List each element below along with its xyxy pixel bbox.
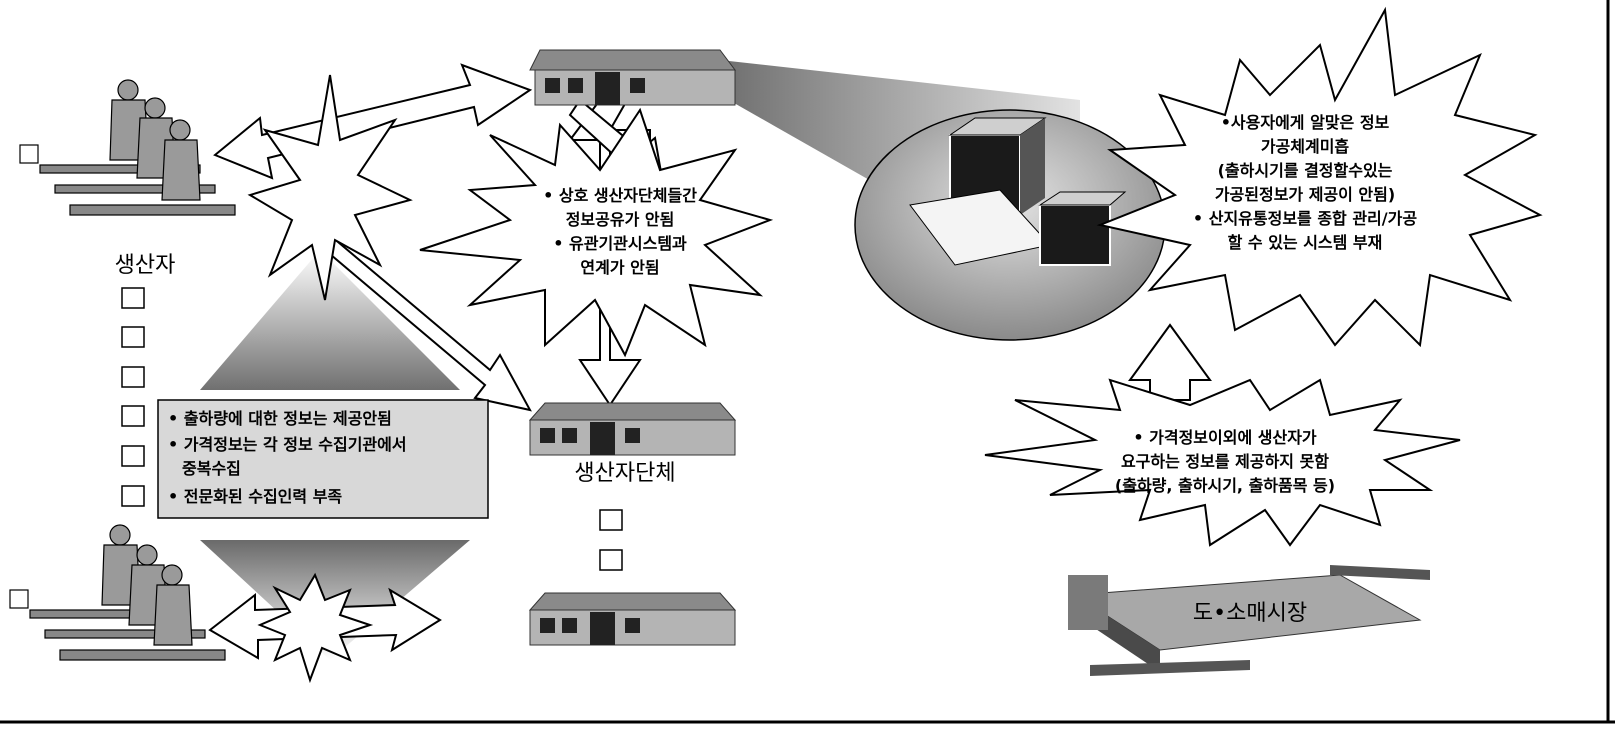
label-producer-group: 생산자단체	[574, 461, 675, 486]
info-box-line3: 중복수집	[182, 459, 241, 478]
burst-center-line4: 연계가 안됨	[580, 258, 659, 277]
building-group-icon	[528, 402, 737, 456]
producer-figures-lower	[9, 524, 226, 661]
info-box-line1: • 출하량에 대한 정보는 제공안됨	[168, 409, 392, 428]
group-square-markers	[599, 509, 623, 571]
burst-market	[984, 378, 1461, 547]
square-marker	[121, 445, 145, 467]
square-marker	[599, 549, 623, 571]
cone-shade-top	[200, 250, 460, 390]
burst-top-right-line1: •사용자에게 알맞은 정보	[1221, 113, 1390, 132]
square-marker	[121, 287, 145, 309]
burst-top-right-line6: 할 수 있는 시스템 부재	[1228, 233, 1383, 252]
burst-market-line3: (출하량, 출하시기, 출하품목 등)	[1115, 476, 1335, 495]
burst-center-line3: • 유관기관시스템과	[553, 234, 687, 253]
square-marker	[121, 405, 145, 427]
info-box-line4: • 전문화된 수집인력 부족	[168, 487, 342, 506]
computer-system-icon	[854, 109, 1166, 341]
square-marker	[599, 509, 623, 531]
burst-market-line1: • 가격정보이외에 생산자가	[1133, 428, 1317, 447]
building-lower-icon	[528, 592, 737, 646]
burst-top-right-line5: • 산지유통정보를 종합 관리/가공	[1193, 209, 1417, 228]
building-upper-icon	[529, 49, 736, 106]
burst-producer-upper	[247, 74, 413, 301]
burst-top-right	[1096, 6, 1543, 348]
producer-square-markers	[121, 287, 145, 507]
burst-top-right-line3: (출하시기를 결정할수있는	[1218, 161, 1393, 180]
market-icon	[1068, 565, 1430, 676]
arrow-market-to-system	[1128, 323, 1212, 401]
label-market: 도•소매시장	[1193, 601, 1307, 626]
burst-center-line2: 정보공유가 안됨	[566, 210, 675, 229]
square-marker	[121, 326, 145, 348]
burst-producer-lower	[257, 572, 374, 684]
burst-center	[419, 107, 774, 358]
info-box-line2: • 가격정보는 각 정보 수집기관에서	[168, 435, 407, 454]
square-marker	[121, 485, 145, 507]
burst-top-right-line4: 가공된정보가 제공이 안됨)	[1215, 185, 1395, 204]
label-producer: 생산자	[115, 253, 176, 278]
info-box	[157, 399, 489, 519]
producer-figures-upper	[19, 79, 236, 216]
arrow-producer-to-building	[213, 63, 533, 180]
square-marker	[121, 366, 145, 388]
burst-center-line1: • 상호 생산자단체들간	[543, 186, 697, 205]
burst-market-line2: 요구하는 정보를 제공하지 못함	[1121, 452, 1329, 471]
burst-top-right-line2: 가공체계미흡	[1261, 137, 1350, 156]
